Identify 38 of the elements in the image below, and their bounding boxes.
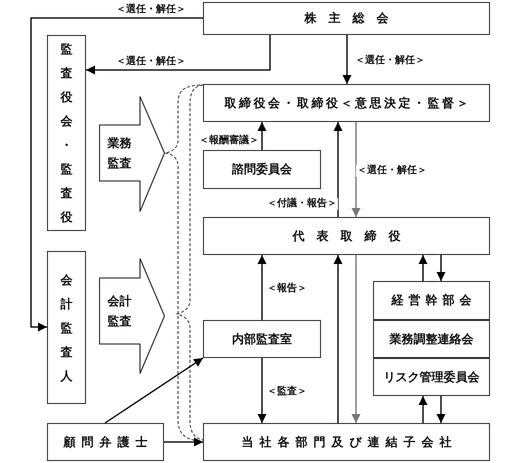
edge-label: ＜選任・解任＞ xyxy=(115,4,187,16)
edge-label: ＜選任・解任＞ xyxy=(354,55,426,67)
edge-label: ＜選任・解任＞ xyxy=(356,165,428,177)
arrow xyxy=(342,35,352,84)
organization-box: 監査役会・監査役 xyxy=(47,35,86,231)
arrow xyxy=(30,17,203,332)
arrow xyxy=(258,255,266,320)
callout-arrow: 会計監査 xyxy=(99,258,165,374)
edge-label: ＜報酬審議＞ xyxy=(198,135,260,147)
arrow xyxy=(258,358,266,423)
arrow xyxy=(352,255,360,423)
organization-box: 代表取締役 xyxy=(203,217,490,255)
edge-label: ＜選任・解任＞ xyxy=(115,56,187,68)
edge-label: ＜付議・報告＞ xyxy=(266,198,338,210)
arrow xyxy=(164,438,203,446)
organization-box: 取締役会・取締役＜意思決定・監督＞ xyxy=(203,84,490,122)
arrow xyxy=(436,396,446,423)
organization-box: 会計監査人 xyxy=(47,251,86,404)
arrow xyxy=(334,255,342,423)
organization-box: 当社各部門及び連結子会社 xyxy=(203,423,490,461)
arrow xyxy=(258,122,266,150)
arrow xyxy=(418,396,428,423)
organization-box: 経営幹部会 xyxy=(373,281,490,320)
arrow xyxy=(104,357,204,424)
organization-box: 株主総会 xyxy=(203,2,490,35)
arrow xyxy=(418,255,428,281)
organization-box: 業務調整連絡会 xyxy=(373,320,490,358)
arrow xyxy=(352,122,360,217)
edge-label: ＜監査＞ xyxy=(266,386,308,398)
arrow xyxy=(436,255,446,281)
callout-arrow: 業務監査 xyxy=(99,96,165,212)
edge-label: ＜報告＞ xyxy=(266,283,308,295)
arrow xyxy=(86,35,271,74)
organization-box: 内部監査室 xyxy=(203,320,321,358)
organization-box: リスク管理委員会 xyxy=(373,358,490,396)
organization-box: 顧問弁護士 xyxy=(47,423,164,461)
arrow xyxy=(334,122,342,217)
organization-box: 諮問委員会 xyxy=(203,150,321,189)
